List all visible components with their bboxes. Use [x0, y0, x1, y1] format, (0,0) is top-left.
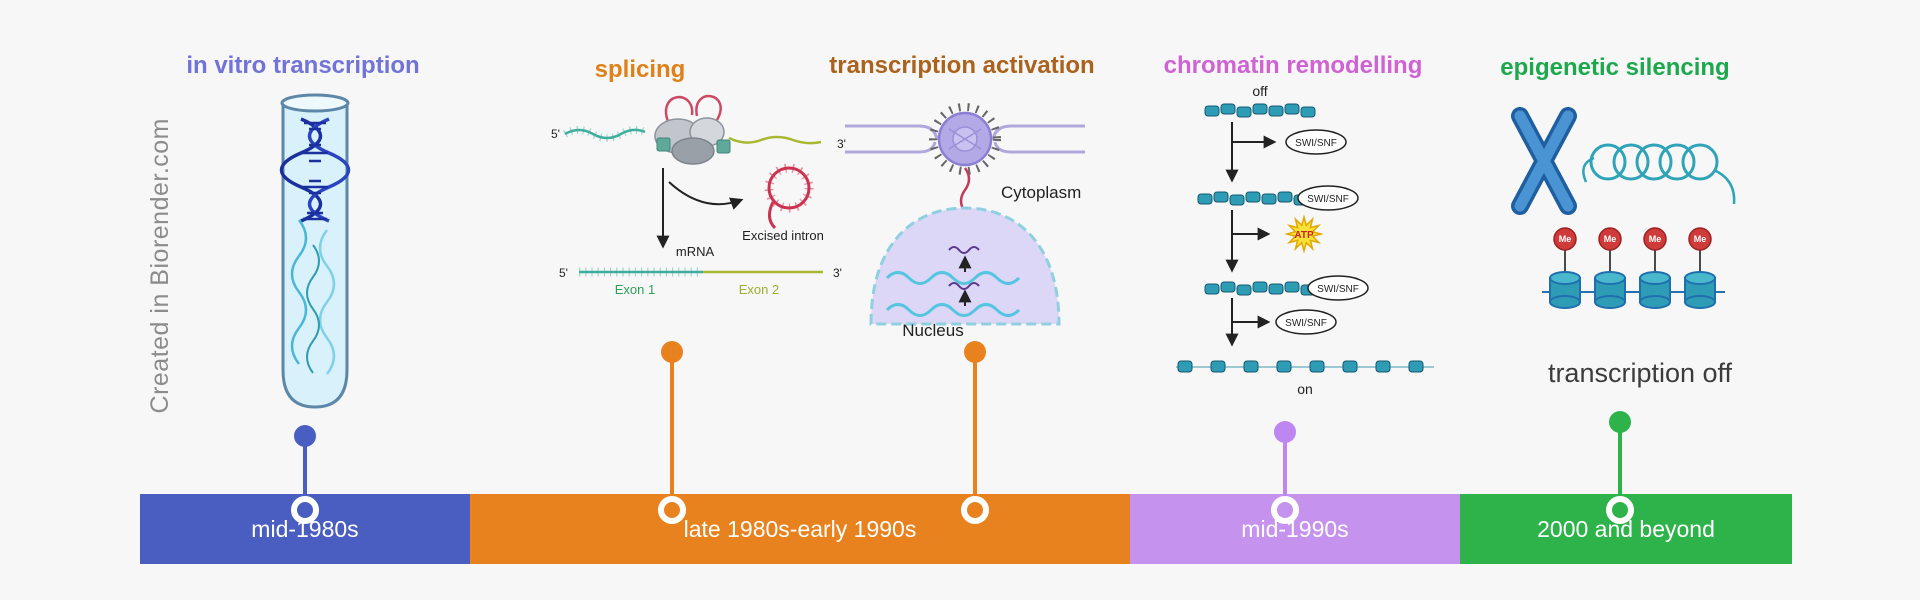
chromatin-off-label: off — [1252, 83, 1267, 99]
pin-ring-splicing — [658, 496, 686, 524]
nucleus-dome-icon — [869, 206, 1061, 326]
five-prime-label: 5' — [551, 127, 560, 141]
swi-snf-label-1: SWI/SNF — [1295, 138, 1337, 149]
test-tube-illustration — [279, 93, 351, 409]
chromatin-remodelling-illustration: off SWI/SNF SWI/SNF ATP SWI/SNF SWI/SNF — [1176, 83, 1434, 397]
cytoplasm-label: Cytoplasm — [1001, 183, 1081, 202]
five-prime-label-mrna: 5' — [559, 266, 568, 280]
exon2-label: Exon 2 — [739, 282, 779, 297]
pin-stem-mid-1980s — [303, 440, 307, 502]
pre-mrna-strand-right — [728, 135, 822, 145]
excised-intron-lariat-icon — [764, 163, 814, 230]
methyl-label-4: Me — [1694, 234, 1707, 244]
timeline-segment-label: late 1980s-early 1990s — [683, 515, 917, 542]
atp-label: ATP — [1294, 230, 1314, 241]
pin-ball-transcription-activation — [964, 341, 986, 363]
methyl-label-2: Me — [1604, 234, 1617, 244]
excised-intron-label: Excised intron — [742, 228, 824, 243]
event-title-in-vitro-transcription: in vitro transcription — [186, 52, 420, 79]
splicing-illustration: 5' 3' Excised intron mRNA 5' 3' Exon 1 E… — [551, 94, 846, 297]
pin-ring-transcription-activation — [961, 496, 989, 524]
test-tube — [280, 93, 350, 409]
watermark: Created in Biorender.com — [146, 118, 174, 414]
pin-ball-splicing — [661, 341, 683, 363]
pin-ring-mid-1990s — [1271, 496, 1299, 524]
nuclear-pore-icon — [929, 103, 1001, 175]
nucleus-label: Nucleus — [902, 321, 963, 340]
methyl-label-3: Me — [1649, 234, 1662, 244]
event-title-chromatin-remodelling: chromatin remodelling — [1163, 52, 1423, 79]
timeline-segment-late-1980s-early-1990s: late 1980s-early 1990s — [470, 494, 1130, 564]
swi-snf-label-4: SWI/SNF — [1285, 318, 1327, 329]
spliceosome-complex-icon — [654, 94, 731, 165]
chromatin-on-label: on — [1297, 381, 1313, 397]
three-prime-label-mrna: 3' — [833, 266, 842, 280]
epigenetic-silencing-illustration: Me Me Me Me transcription off — [1511, 107, 1736, 388]
transcription-activation-illustration: Cytoplasm Nucleus — [845, 103, 1085, 340]
pin-stem-2000-and-beyond — [1618, 426, 1622, 502]
rna-strands — [290, 219, 336, 375]
transcription-off-label: transcription off — [1548, 358, 1733, 388]
swi-snf-label-2: SWI/SNF — [1307, 194, 1349, 205]
mrna-label: mRNA — [676, 244, 715, 259]
exon1-label: Exon 1 — [615, 282, 655, 297]
nucleosome-row-open — [1176, 360, 1434, 373]
nucleosome-row-3 — [1204, 281, 1316, 296]
dna-helix-icon — [279, 117, 351, 223]
pin-stem-transcription-activation — [973, 356, 977, 502]
event-title-epigenetic-silencing: epigenetic silencing — [1500, 54, 1730, 81]
event-title-transcription-activation: transcription activation — [829, 52, 1095, 79]
chromosome-icon — [1511, 107, 1577, 215]
pin-ring-2000-and-beyond — [1606, 496, 1634, 524]
event-title-splicing: splicing — [594, 56, 686, 83]
pin-ball-2000-and-beyond — [1609, 411, 1631, 433]
chromatin-coil-icon — [1582, 143, 1736, 205]
pin-stem-mid-1990s — [1283, 436, 1287, 502]
nucleosome-row-2 — [1197, 191, 1309, 206]
pin-ball-mid-1990s — [1274, 421, 1296, 443]
pin-stem-splicing — [670, 356, 674, 502]
atp-star-icon — [1284, 214, 1324, 254]
methyl-label-1: Me — [1559, 234, 1572, 244]
pre-mrna-strand-left — [564, 128, 646, 140]
three-prime-label: 3' — [837, 137, 846, 151]
swi-snf-label-3: SWI/SNF — [1317, 284, 1359, 295]
pin-ring-mid-1980s — [291, 496, 319, 524]
nucleosome-row-condensed-1 — [1204, 103, 1316, 118]
pin-ball-mid-1980s — [294, 425, 316, 447]
timeline-bar: mid-1980s late 1980s-early 1990s mid-199… — [140, 494, 1792, 564]
timeline-segment-label: mid-1990s — [1241, 515, 1349, 542]
splicing-arrow-to-intron — [668, 181, 744, 210]
